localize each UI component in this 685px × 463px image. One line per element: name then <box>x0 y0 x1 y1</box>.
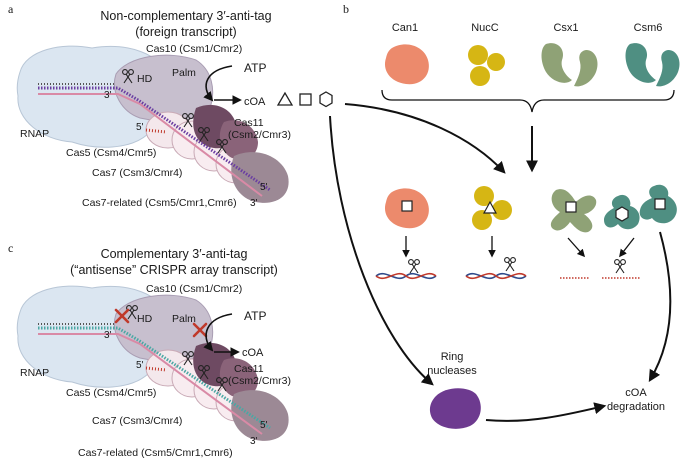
hexagon-coa-icon <box>615 206 629 222</box>
atp-arrow <box>203 313 233 352</box>
nucc-icon <box>487 53 505 71</box>
end-3-label: 3' <box>104 90 112 101</box>
rnap-label: RNAP <box>20 128 49 140</box>
dsdna-target <box>465 272 527 280</box>
triangle-coa-icon <box>276 91 294 106</box>
panel-c-letter: c <box>8 241 13 255</box>
csm6-icon <box>625 43 656 83</box>
cas11-label: (Csm2/Cmr3) <box>228 375 291 387</box>
atp-label: ATP <box>244 309 266 323</box>
target-rna <box>38 93 263 197</box>
panel-c-title: Complementary 3′-anti-tag <box>101 247 248 261</box>
nucc-active-icon <box>474 186 494 206</box>
nucc-active-icon <box>472 210 492 230</box>
hd-label: HD <box>137 73 153 85</box>
csm6-label: Csm6 <box>634 22 663 34</box>
cas5-label: Cas5 (Csm4/Cmr5) <box>66 387 156 399</box>
panel-c: c Complementary 3′-anti-tag (“antisense”… <box>8 241 291 459</box>
coa-to-ring-nuclease-arrow <box>329 115 434 386</box>
repeat-tag <box>145 128 167 134</box>
cas11-label: Cas11 <box>234 117 264 129</box>
ring-nuclease-to-degradation-arrow <box>485 402 607 422</box>
repeat-tag <box>145 366 167 372</box>
ring-nuclease-icon <box>429 388 481 429</box>
end-3-label: 3' <box>250 436 258 447</box>
cas5-label: Cas5 (Csm4/Cmr5) <box>66 147 156 159</box>
coa-degradation-label: degradation <box>607 401 665 413</box>
cas11-label: Cas11 <box>234 363 264 375</box>
end-5-label: 5' <box>136 360 144 371</box>
panel-b: b Can1 NucC Csx1 Csm6 <box>329 2 680 429</box>
target-rna <box>38 333 263 435</box>
can1-label: Can1 <box>392 22 418 34</box>
nucc-icon <box>470 66 490 86</box>
panel-a: a Non-complementary 3′-anti-tag (foreign… <box>8 2 333 209</box>
inhibition-cross-icon <box>192 322 208 338</box>
palm-label: Palm <box>172 67 196 79</box>
cleave-arrow <box>619 237 635 258</box>
cas7-related-label: Cas7-related (Csm5/Cmr1,Cmr6) <box>82 197 237 209</box>
coa-label: cOA <box>244 96 266 108</box>
csx1-icon <box>574 50 598 87</box>
dsdna-target <box>375 272 437 280</box>
cleave-arrow <box>567 237 586 258</box>
panel-a-title: Non-complementary 3′-anti-tag <box>100 9 271 23</box>
cas10-label: Cas10 (Csm1/Cmr2) <box>146 43 242 55</box>
square-coa-icon <box>565 201 577 213</box>
panel-a-letter: a <box>8 2 14 16</box>
panel-a-subtitle: (foreign transcript) <box>135 25 236 39</box>
cas7-related-shape <box>231 390 289 441</box>
cas7-label: Cas7 (Csm3/Cmr4) <box>92 415 182 427</box>
cas11-shape <box>219 120 258 160</box>
hd-label: HD <box>137 313 153 325</box>
square-coa-icon <box>654 198 666 210</box>
end-3-label: 3' <box>250 198 258 209</box>
atp-arrow <box>203 65 233 102</box>
scissors-icon <box>504 257 516 272</box>
can1-icon <box>384 44 429 85</box>
panel-b-letter: b <box>343 2 349 16</box>
csx1-icon <box>541 43 572 83</box>
cas11-label: (Csm2/Cmr3) <box>228 129 291 141</box>
inhibition-cross-icon <box>114 308 130 324</box>
hexagon-coa-icon <box>319 91 333 108</box>
cas10-label: Cas10 (Csm1/Cmr2) <box>146 283 242 295</box>
end-5-label: 5' <box>260 420 268 431</box>
ring-nucleases-label: nucleases <box>427 365 477 377</box>
cas7-label: Cas7 (Csm3/Cmr4) <box>92 167 182 179</box>
end-5-label: 5' <box>260 182 268 193</box>
csx1-label: Csx1 <box>553 22 578 34</box>
rnap-label: RNAP <box>20 367 49 379</box>
coa-to-effectors-arrow <box>344 103 506 174</box>
triangle-coa-icon <box>482 200 498 214</box>
cas7-related-label: Cas7-related (Csm5/Cmr1,Cmr6) <box>78 447 233 459</box>
guide-rna <box>38 86 271 192</box>
scissors-icon <box>408 259 420 274</box>
csm6-icon <box>656 50 680 87</box>
coa-degradation-label: cOA <box>625 387 647 399</box>
nucc-icon <box>468 45 488 65</box>
end-3-label: 3' <box>104 330 112 341</box>
square-coa-icon <box>299 93 312 106</box>
csm6-to-degradation-arrow <box>648 231 672 383</box>
ring-nucleases-label: Ring <box>441 351 464 363</box>
scissors-icon <box>614 259 626 274</box>
coa-label: cOA <box>242 347 264 359</box>
effector-brace <box>381 89 675 113</box>
palm-label: Palm <box>172 313 196 325</box>
guide-rna <box>38 326 271 430</box>
panel-c-subtitle: (“antisense” CRISPR array transcript) <box>70 263 278 277</box>
nucc-active-icon <box>492 200 512 220</box>
nucc-label: NucC <box>471 22 499 34</box>
cas7-related-shape <box>231 152 289 203</box>
cas11-shape <box>219 358 258 398</box>
end-5-label: 5' <box>136 122 144 133</box>
square-coa-icon <box>401 200 413 212</box>
atp-label: ATP <box>244 61 266 75</box>
